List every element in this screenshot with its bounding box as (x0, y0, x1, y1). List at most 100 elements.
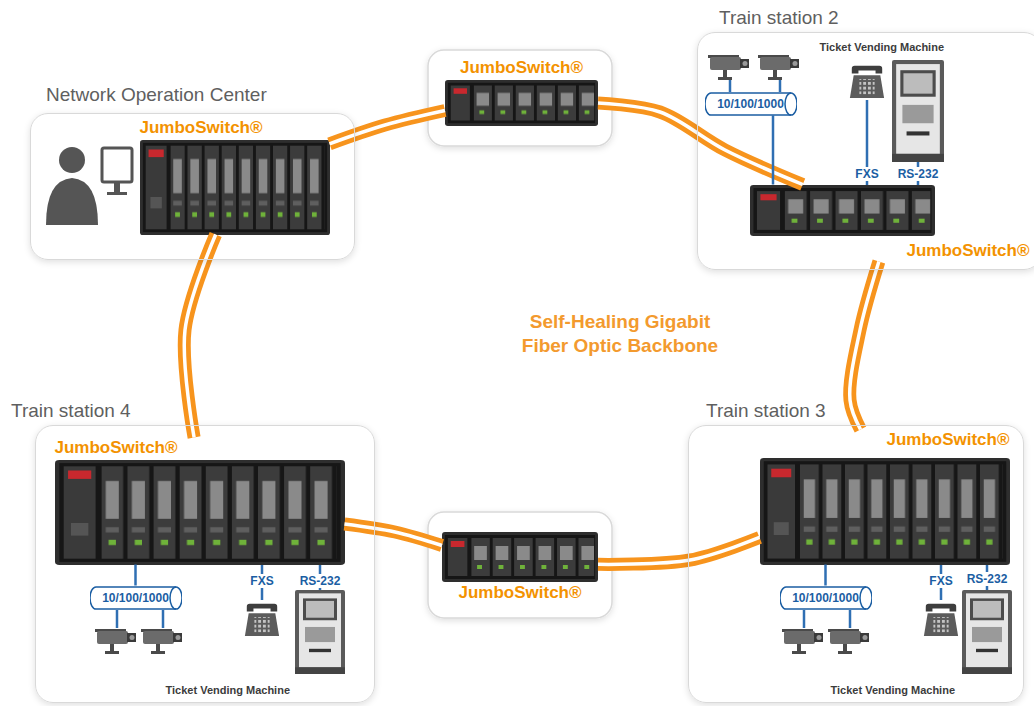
phone-icon (924, 604, 958, 636)
copper-wires (779, 80, 782, 92)
operator-icon (102, 148, 132, 182)
station-heading: Train station 4 (11, 400, 131, 422)
device-label: Ticket Vending Machine (166, 683, 291, 697)
fiber-link (184, 235, 215, 438)
switch-node: JumboSwitch® (55, 438, 345, 565)
fiber-link (850, 262, 879, 430)
fiber-link-gap (598, 537, 760, 564)
ticket-machines (295, 60, 1012, 674)
interface-label: FXS (248, 574, 275, 588)
fiber-link-gap (330, 110, 446, 143)
copper-wires (849, 610, 852, 628)
station-panel: 10/100/1000JumboSwitch®Train station 2 (697, 32, 1034, 270)
fiber-link-gap (598, 103, 803, 184)
switch-logo: JumboSwitch® (886, 430, 1009, 449)
ethernet-bundle: 10/100/1000 (780, 586, 872, 610)
fiber-link-gap (345, 524, 443, 546)
fiber-link (598, 103, 803, 184)
switch-chassis (442, 532, 598, 582)
fiber-link (598, 537, 760, 564)
camera-icon (95, 629, 136, 654)
switch-chassis (55, 460, 345, 565)
operator-icon (46, 178, 98, 225)
copper-link (134, 565, 137, 586)
phone-icon (245, 604, 279, 636)
phone-icon (850, 66, 884, 98)
repeater-panels (428, 50, 612, 618)
cable-bundle-outline (705, 93, 797, 115)
operator-icon (114, 182, 120, 192)
copper-link (135, 565, 136, 586)
copper-link (825, 565, 826, 586)
cable-bundle-outline (170, 587, 176, 609)
switch-chassis (750, 185, 935, 236)
port-speed: 10/100/1000 (792, 591, 859, 605)
switch-node: JumboSwitch® (445, 58, 598, 126)
repeater-panel (428, 50, 612, 146)
port-speed: 10/100/1000 (717, 97, 784, 111)
fiber-link (184, 235, 215, 438)
fiber-link (345, 524, 443, 546)
fiber-link (330, 110, 446, 143)
copper-link (772, 116, 775, 185)
switch-chassis (445, 80, 598, 126)
switch-logo: JumboSwitch® (140, 118, 263, 137)
switch-node: JumboSwitch® (760, 430, 1010, 565)
phones (245, 66, 958, 636)
switch-node: JumboSwitch® (140, 118, 330, 235)
copper-wires (729, 80, 732, 92)
switch-logo: JumboSwitch® (445, 58, 598, 77)
camera-icon (758, 55, 799, 80)
copper-wires (803, 610, 806, 628)
copper-wires (116, 610, 119, 628)
station-panel: JumboSwitch®10/100/1000Train station 3 (688, 425, 1024, 703)
fiber-link (850, 262, 879, 430)
backbone-title: Self-Healing Gigabit Fiber Optic Backbon… (508, 310, 733, 358)
fiber-link-gap (850, 262, 879, 430)
interface-label: FXS (927, 574, 954, 588)
switch-chassis (760, 458, 1010, 565)
interface-label: FXS (853, 167, 880, 181)
switch-chassis (140, 140, 330, 235)
interface-label: RS-232 (896, 167, 941, 181)
camera-icon (708, 55, 749, 80)
ticket-machine-icon (892, 60, 944, 162)
switch-node: JumboSwitch® (442, 532, 598, 604)
cable-bundle-outline (780, 587, 872, 609)
cable-bundle-outline (90, 587, 182, 609)
device-label: Ticket Vending Machine (820, 40, 945, 54)
switch-logo: JumboSwitch® (906, 241, 1029, 260)
ethernet-bundle: 10/100/1000 (705, 92, 797, 116)
camera-icon (782, 629, 823, 654)
station-heading: Train station 2 (719, 7, 839, 29)
station-heading: Train station 3 (706, 400, 826, 422)
switch-logo: JumboSwitch® (55, 438, 178, 457)
fiber-link (345, 524, 443, 546)
switch-logo: JumboSwitch® (442, 583, 598, 602)
cameras (95, 55, 869, 654)
operator-icon (107, 192, 127, 195)
fiber-link (598, 103, 803, 184)
camera-icon (141, 629, 182, 654)
ethernet-bundle: 10/100/1000 (90, 586, 182, 610)
ticket-machine-icon (962, 590, 1012, 674)
copper-link (824, 565, 827, 586)
station-heading: Network Operation Center (46, 84, 267, 106)
fiber-link-gap (184, 235, 215, 438)
port-speed: 10/100/1000 (102, 591, 169, 605)
station-panel: JumboSwitch®Network Operation Center (30, 113, 355, 260)
station-panel: JumboSwitch®10/100/1000Train station 4 (35, 425, 375, 703)
switch-node: JumboSwitch® (750, 185, 1030, 262)
repeater-panel (428, 512, 612, 618)
operator-icon (59, 147, 85, 173)
cable-bundle-outline (785, 93, 791, 115)
fiber-link (330, 110, 446, 143)
ticket-machine-icon (295, 590, 345, 674)
interface-label: RS-232 (298, 574, 343, 588)
copper-link (773, 116, 774, 185)
fiber-link (598, 537, 760, 564)
cable-bundle-outline (860, 587, 866, 609)
interface-label: RS-232 (965, 572, 1010, 586)
device-label: Ticket Vending Machine (831, 683, 956, 697)
